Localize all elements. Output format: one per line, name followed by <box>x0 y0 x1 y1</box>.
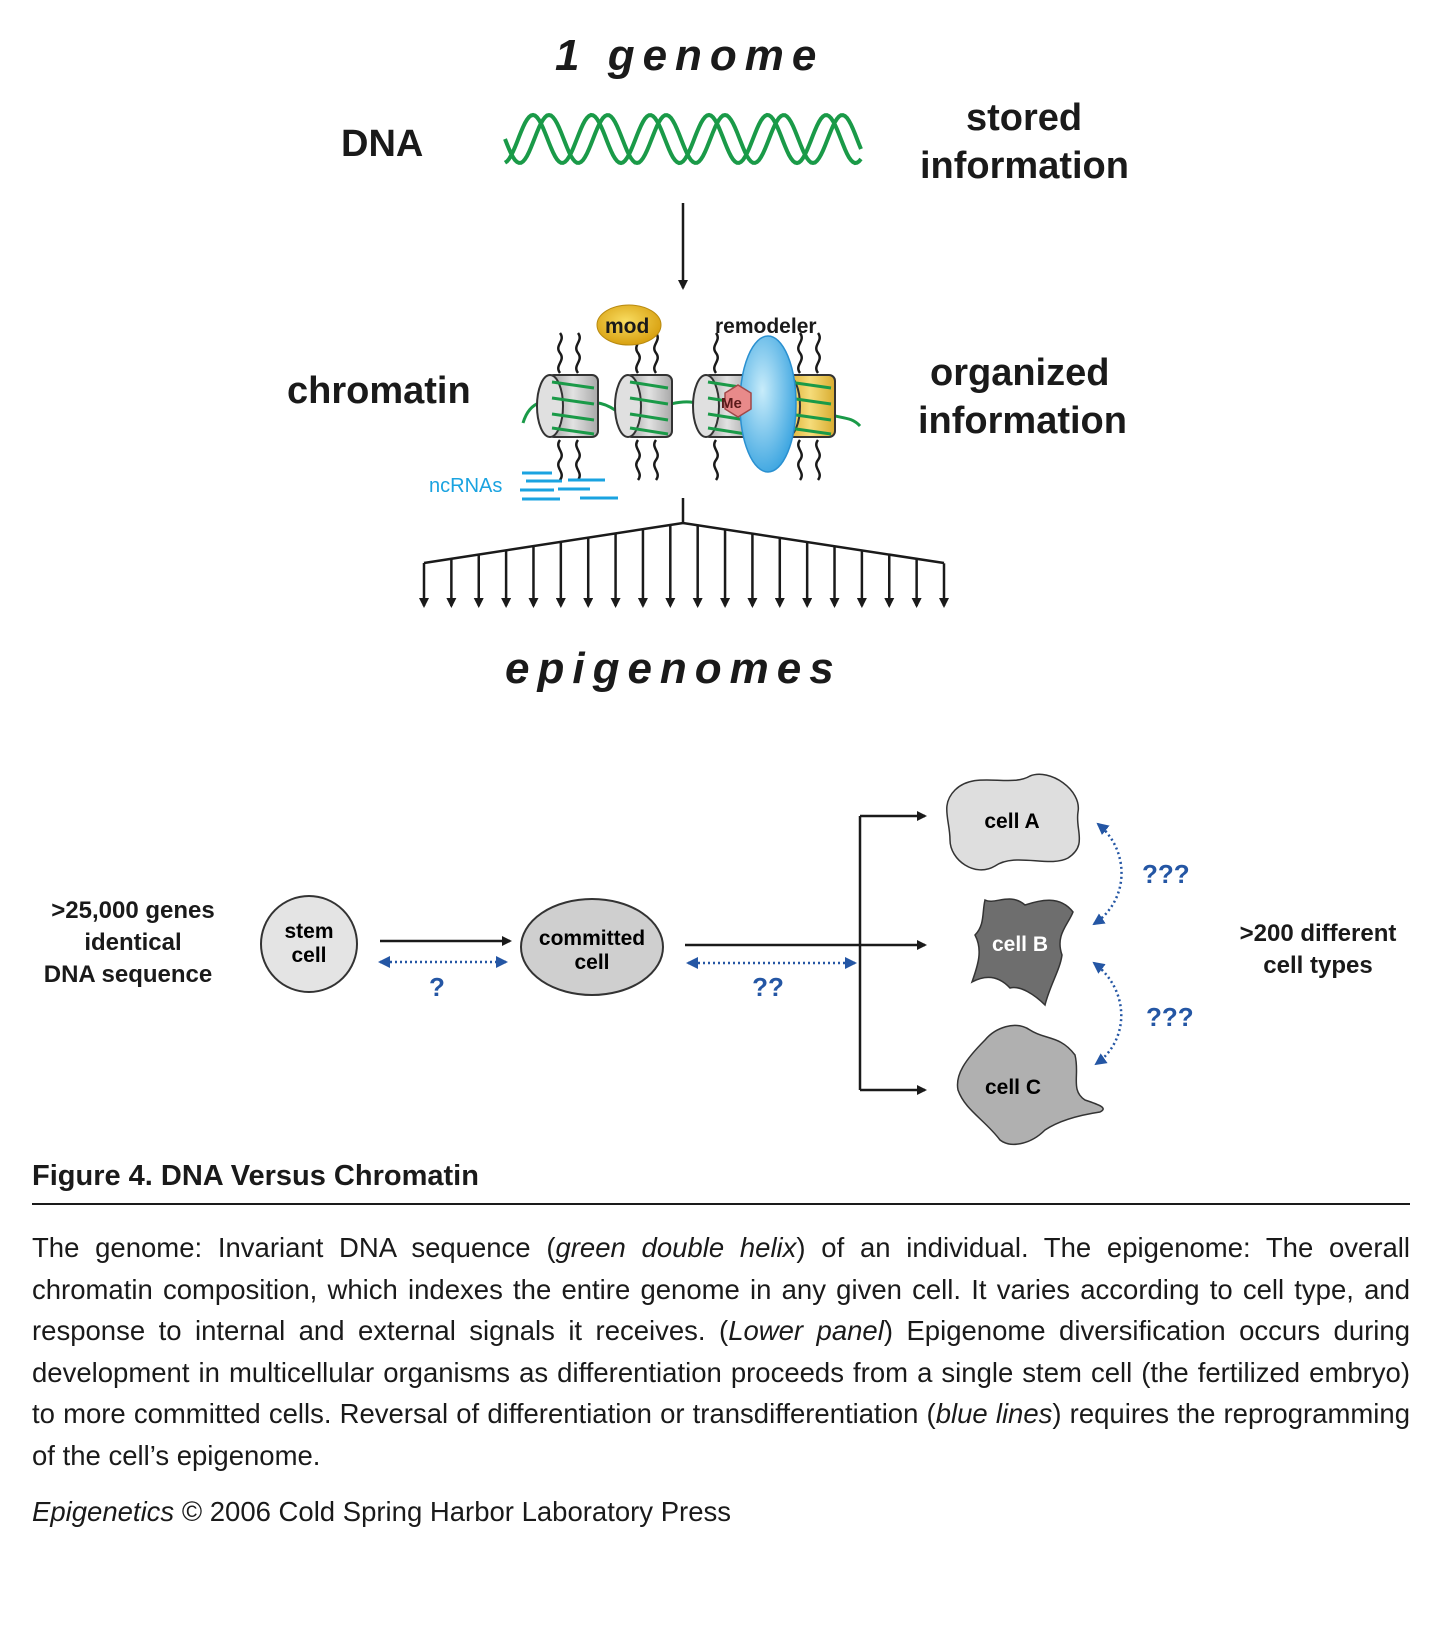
transdiff-arrow-ab <box>1092 822 1123 926</box>
committed-cell-shape <box>520 898 664 996</box>
question-mark-2: ?? <box>752 972 784 1002</box>
cell-types-line1: >200 different <box>1240 920 1397 947</box>
mod-icon <box>596 304 662 346</box>
ncrna-label: ncRNAs <box>429 475 502 497</box>
caption-segment: blue lines <box>935 1398 1053 1429</box>
figure-credit: Epigenetics © 2006 Cold Spring Harbor La… <box>32 1496 1410 1528</box>
credit-publisher: © 2006 Cold Spring Harbor Laboratory Pre… <box>174 1496 731 1527</box>
question-mark-3: ??? <box>1142 859 1190 889</box>
title-epigenomes: epigenomes <box>505 644 842 693</box>
caption-segment: The genome: Invariant DNA sequence ( <box>32 1232 556 1263</box>
organized-label-line2: information <box>918 400 1127 442</box>
mod-label: mod <box>605 315 649 338</box>
stored-label-line2: information <box>920 145 1129 187</box>
organized-label-line1: organized <box>930 352 1109 394</box>
question-mark-1: ? <box>429 972 445 1002</box>
branch-connector <box>858 811 927 1095</box>
transdiff-arrow-bc <box>1092 961 1123 1066</box>
dna-double-helix-icon <box>503 112 863 166</box>
me-label: Me <box>721 395 742 412</box>
chromatin-fibre-icon: Me mod remodeler <box>521 304 862 481</box>
title-1-genome: 1 genome <box>555 31 824 80</box>
caption-segment: Lower panel <box>728 1315 884 1346</box>
nucleosome-1 <box>536 374 599 438</box>
cell-a-shape <box>946 773 1081 871</box>
genes-label-line1: >25,000 genes <box>51 897 214 924</box>
stem-cell-shape <box>260 895 358 993</box>
cell-c-shape <box>956 1024 1104 1146</box>
caption-segment: ) requires the reprogramming of the cell… <box>32 1398 1410 1471</box>
caption-segment: ) of an individual. The epigenome: The o… <box>32 1232 1410 1346</box>
remodeler-label: remodeler <box>715 315 817 338</box>
histone-tails <box>557 332 821 481</box>
nucleosome-2 <box>614 374 673 438</box>
fan-bar <box>423 521 945 565</box>
cell-types-line2: cell types <box>1263 952 1372 979</box>
epigenome-fan-arrows <box>419 498 949 608</box>
committed-cell-line2: cell <box>574 951 609 974</box>
dna-label: DNA <box>341 123 423 165</box>
credit-book-title: Epigenetics <box>32 1496 175 1527</box>
cell-b-label: cell B <box>992 933 1048 956</box>
stored-label-line1: stored <box>966 97 1082 139</box>
dna-chromatin-diagram: 1 genome DNA stored information chromati… <box>44 31 1397 1146</box>
genes-label-line2: identical <box>84 929 181 956</box>
committed-cell-line1: committed <box>539 927 645 950</box>
ncrna-strands-icon <box>520 471 618 501</box>
caption-segment: green double helix <box>555 1232 797 1263</box>
figure-caption: The genome: Invariant DNA sequence (gree… <box>32 1227 1410 1476</box>
question-mark-4: ??? <box>1146 1002 1194 1032</box>
stem-cell-line2: cell <box>291 944 326 967</box>
caption-segment: ) Epigenome diversification occurs durin… <box>32 1315 1410 1429</box>
figure-title: Figure 4. DNA Versus Chromatin <box>32 1160 1410 1205</box>
genes-label-line3: DNA sequence <box>44 961 213 988</box>
cell-a-label: cell A <box>984 810 1039 833</box>
cell-c-label: cell C <box>985 1076 1041 1099</box>
methyl-mark-icon <box>724 384 752 418</box>
cell-b-shape <box>970 898 1074 1007</box>
chromatin-label: chromatin <box>287 370 471 412</box>
stem-cell-line1: stem <box>284 920 333 943</box>
caption-block: Figure 4. DNA Versus Chromatin The genom… <box>32 1160 1410 1528</box>
